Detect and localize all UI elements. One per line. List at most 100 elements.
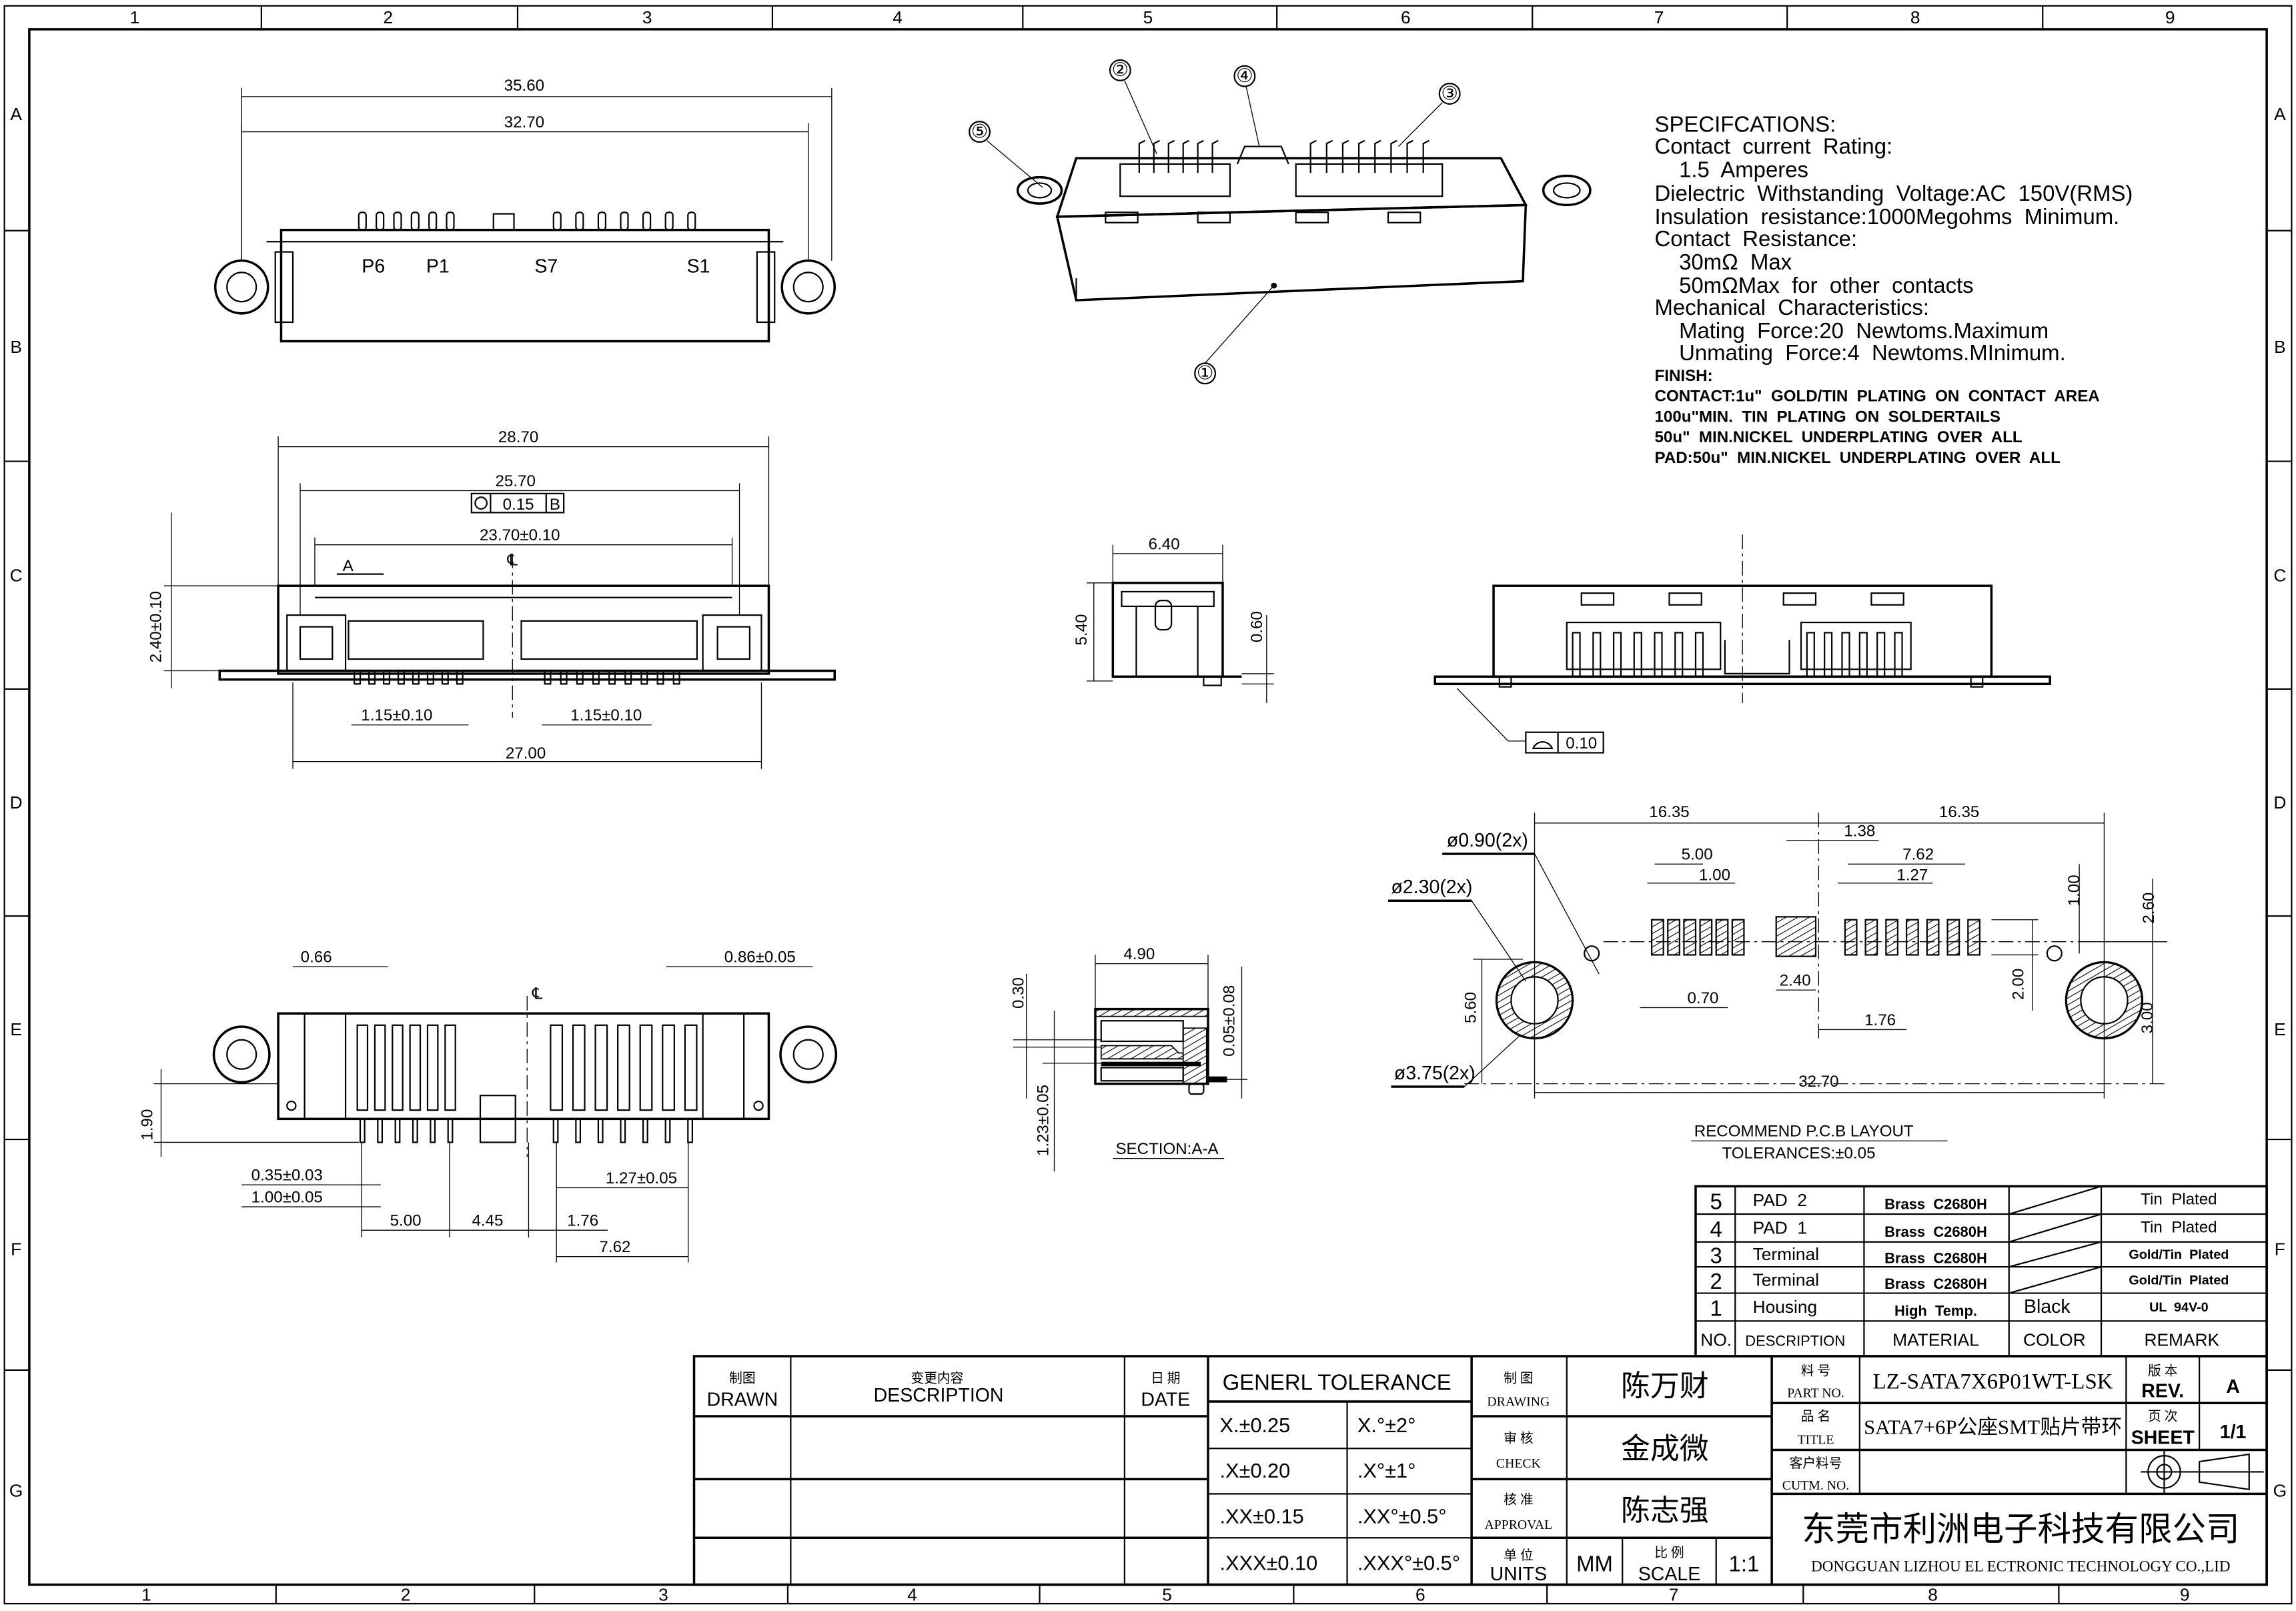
bom-material: Brass C2680H (1884, 1275, 1987, 1292)
linear-tolerance: .XX±0.15 (1220, 1504, 1304, 1528)
isometric-view (1016, 139, 1592, 302)
bottom-view: ℄ 0.66 0.86±0.05 1.90 0.35±0.03 1.00±0.0… (138, 948, 838, 1263)
callout-5: ⑤ (971, 121, 989, 142)
third-angle-projection-icon (2141, 1450, 2264, 1494)
dim-p-pad-span: 5.00 (1682, 846, 1713, 864)
spec-line: 30mΩ Max (1655, 249, 1792, 274)
sheet-label-cn: 页 次 (2148, 1410, 2177, 1424)
position-tolerance-value: 0.15 (503, 496, 534, 514)
dim-left-half: 16.35 (1649, 803, 1689, 821)
dim-right-offset: 1.15±0.10 (570, 706, 642, 724)
frame-row-label-left: B (10, 337, 22, 357)
general-tolerance-title: GENERL TOLERANCE (1223, 1370, 1452, 1394)
pin-label-s7: S7 (534, 255, 558, 277)
bom-header-no: NO. (1700, 1330, 1732, 1350)
frame-column-label-bottom: 6 (1415, 1585, 1425, 1605)
section-a-a: 4.90 0.30 1.23±0.05 0.05±0.08 SECTION:A-… (1009, 945, 1248, 1172)
drawn-label: DRAWN (707, 1390, 778, 1411)
dim-300: 3.00 (2139, 1002, 2157, 1033)
frame-column-label-bottom: 9 (2180, 1585, 2190, 1605)
pcb-layout-title: RECOMMEND P.C.B LAYOUT (1694, 1123, 1914, 1141)
dim-176: 1.76 (1864, 1011, 1896, 1029)
hole-small-label: ø0.90(2x) (1447, 830, 1528, 851)
dim-p-pad-pitch: 1.00 (1699, 866, 1730, 884)
company-name-en: DONGGUAN LIZHOU EL ECTRONIC TECHNOLOGY C… (1811, 1558, 2230, 1575)
frame-row-label-right: D (2273, 792, 2286, 813)
check-label: CHECK (1496, 1456, 1542, 1471)
pcb-pad-p (1683, 919, 1697, 956)
dim-s-pad-pitch: 1.27 (1896, 866, 1928, 884)
frame-row-label-right: C (2273, 566, 2286, 586)
bom-material: Brass C2680H (1884, 1250, 1987, 1267)
pcb-pad-s (1905, 919, 1919, 956)
bom-item-no: 5 (1710, 1189, 1722, 1213)
frame-column-label-top: 8 (1910, 7, 1920, 27)
dim-s-offset: 1.76 (567, 1212, 598, 1230)
dim-138: 1.38 (1844, 823, 1875, 841)
bom-item-no: 1 (1710, 1296, 1722, 1321)
date-label-cn: 日 期 (1151, 1372, 1180, 1386)
bom-color: Black (2024, 1296, 2071, 1317)
approval-label-cn: 核 准 (1504, 1493, 1533, 1508)
title-label-cn: 品 名 (1801, 1410, 1830, 1424)
drawing-label: DRAWING (1487, 1395, 1550, 1410)
bom-header-color: COLOR (2023, 1330, 2086, 1350)
bom-item-no: 2 (1710, 1269, 1722, 1293)
linear-tolerance: X.±0.25 (1220, 1414, 1291, 1437)
dim-200: 2.00 (2010, 969, 2028, 1000)
angular-tolerance: .XXX°±0.5° (1357, 1552, 1460, 1575)
frame-column-label-top: 2 (383, 7, 393, 27)
angular-tolerance: .XX°±0.5° (1357, 1504, 1447, 1528)
scale-label-cn: 比 例 (1654, 1546, 1684, 1560)
pcb-layout-tolerance: TOLERANCES:±0.05 (1722, 1145, 1876, 1163)
spec-line: Dielectric Withstanding Voltage:AC 150V(… (1655, 181, 2133, 205)
pcb-pad-p (1651, 919, 1664, 956)
spec-line: 50mΩMax for other contacts (1655, 273, 1974, 298)
part-number: LZ-SATA7X6P01WT-LSK (1873, 1370, 2113, 1394)
company-name-cn: 东莞市利洲电子科技有限公司 (1802, 1511, 2239, 1548)
section-mark-a: A (343, 557, 354, 575)
ring-outer-label: ø3.75(2x) (1394, 1063, 1476, 1084)
bom-header-material: MATERIAL (1892, 1330, 1979, 1350)
bom-description: Housing (1753, 1297, 1818, 1317)
sheet-label: SHEET (2131, 1428, 2195, 1449)
pin-label-s1: S1 (687, 255, 710, 277)
flatness-value: 0.10 (1566, 734, 1597, 752)
bom-description: Terminal (1753, 1270, 1819, 1290)
frame-column-label-top: 3 (642, 7, 652, 27)
frame-row-label-left: F (11, 1239, 21, 1259)
pcb-pad-s (1967, 919, 1980, 956)
dim-pad-width: 0.70 (1687, 989, 1718, 1007)
bom-remark: Gold/Tin Plated (2129, 1273, 2229, 1287)
customer-no-label-cn: 客户料号 (1789, 1456, 1842, 1471)
part-callouts: ① ② ③ ④ ⑤ (969, 59, 1461, 385)
frame-column-label-top: 9 (2165, 7, 2175, 27)
frame-column-label-top: 1 (130, 7, 140, 27)
dim-tail-offset: 0.05±0.08 (1221, 985, 1239, 1057)
rev-label-cn: 版 本 (2148, 1364, 2178, 1379)
frame-column-label-bottom: 3 (658, 1585, 668, 1605)
profile-tolerance-frame: 0.10 (1525, 731, 1604, 754)
units-label-cn: 单 位 (1504, 1548, 1533, 1563)
spec-line: Mating Force:20 Newtoms.Maximum (1655, 318, 2049, 343)
scale-value: 1:1 (1729, 1552, 1760, 1576)
title-block: 制图 DRAWN 变更内容 DESCRIPTION 日 期 DATE GENER… (692, 1355, 2268, 1586)
check-signatory: 金成微 (1621, 1433, 1709, 1466)
dim-s-pad-span: 7.62 (1902, 846, 1934, 864)
drawing-label-cn: 制 图 (1504, 1372, 1533, 1386)
bom-header-description: DESCRIPTION (1745, 1333, 1845, 1350)
bom-description: Terminal (1753, 1244, 1819, 1264)
dim-086: 0.86±0.05 (724, 948, 796, 966)
title-label: TITLE (1798, 1433, 1834, 1448)
dim-overall-length: 35.60 (504, 77, 544, 95)
frame-row-label-right: A (2274, 104, 2286, 124)
dim-slot-span: 23.70±0.10 (480, 526, 560, 544)
rev-label: REV. (2141, 1380, 2184, 1402)
dim-side-width: 6.40 (1149, 535, 1180, 553)
top-view: 35.60 32.70 P6 P1 S7 S1 (213, 77, 836, 343)
finish-line: PAD:50u" MIN.NICKEL UNDERPLATING OVER AL… (1655, 449, 2061, 467)
angular-tolerance: .X°±1° (1357, 1459, 1416, 1482)
